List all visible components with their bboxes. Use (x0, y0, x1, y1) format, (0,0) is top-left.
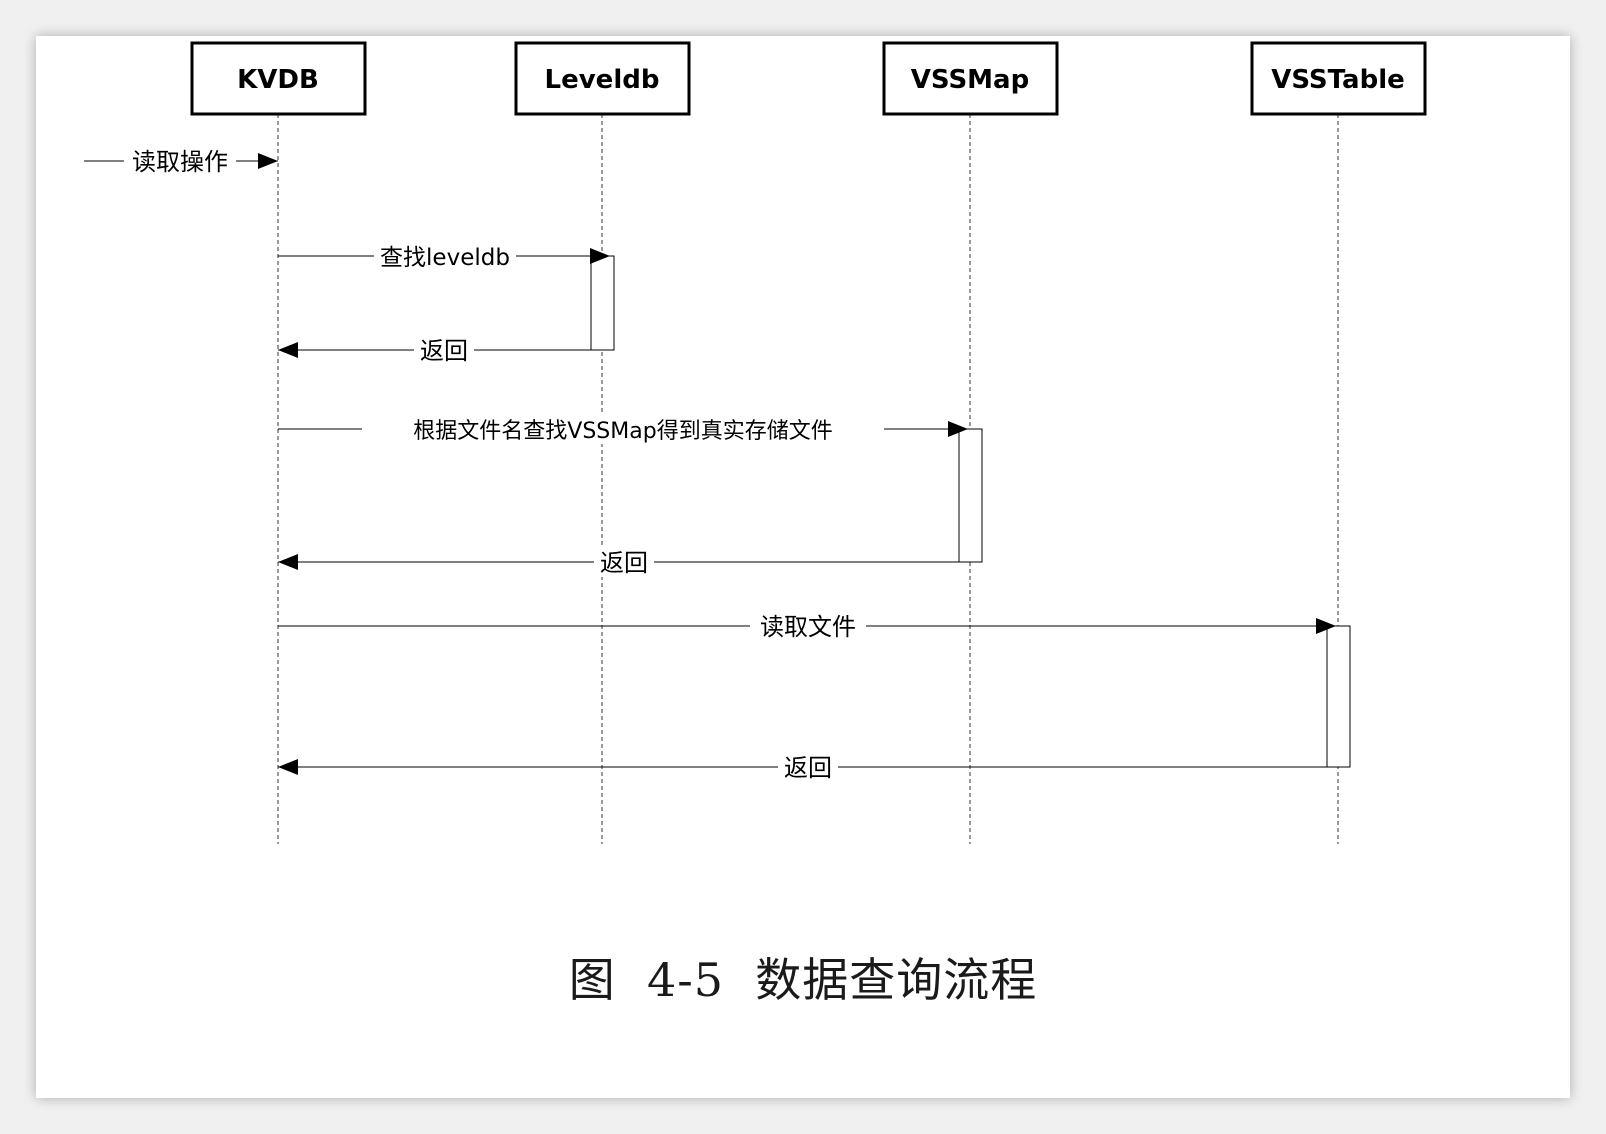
message-return-leveldb: 返回 (278, 335, 591, 365)
participant-label: KVDB (237, 65, 319, 95)
participant-leveldb: Leveldb (514, 41, 691, 116)
message-find-vssmap: 根据文件名查找VSSMap得到真实存储文件 (278, 414, 968, 444)
participant-vsstable: VSSTable (1250, 41, 1427, 116)
figure-title: 数据查询流程 (755, 953, 1038, 1007)
message-label: 返回 (600, 549, 648, 577)
participant-label: VSSMap (911, 65, 1029, 95)
message-label: 查找leveldb (380, 245, 510, 271)
message-label: 读取文件 (760, 613, 856, 641)
page: KVDB Leveldb VSSMap VSSTable 读取操作 查找le (36, 36, 1570, 1098)
message-return-vsstable: 返回 (278, 752, 1327, 782)
sequence-diagram: KVDB Leveldb VSSMap VSSTable 读取操作 查找le (84, 41, 1427, 844)
participant-vssmap: VSSMap (882, 41, 1059, 116)
participant-label: Leveldb (545, 65, 660, 95)
message-read-file: 读取文件 (278, 611, 1336, 641)
message-label: 返回 (420, 337, 468, 365)
figure-number: 图 4-5 (568, 953, 725, 1007)
message-read-operation: 读取操作 (84, 146, 278, 176)
message-return-vssmap: 返回 (278, 547, 959, 577)
participant-kvdb: KVDB (190, 41, 367, 116)
message-label: 根据文件名查找VSSMap得到真实存储文件 (413, 419, 832, 444)
activation-vssmap (958, 428, 983, 563)
caption-gap (724, 953, 755, 1007)
figure-caption: 图 4-5 数据查询流程 (36, 944, 1570, 1010)
message-label: 读取操作 (132, 148, 228, 176)
message-find-leveldb: 查找leveldb (278, 241, 610, 271)
participant-label: VSSTable (1271, 65, 1405, 95)
activation-leveldb (590, 255, 615, 351)
activation-vsstable (1326, 625, 1351, 768)
message-label: 返回 (784, 754, 832, 782)
